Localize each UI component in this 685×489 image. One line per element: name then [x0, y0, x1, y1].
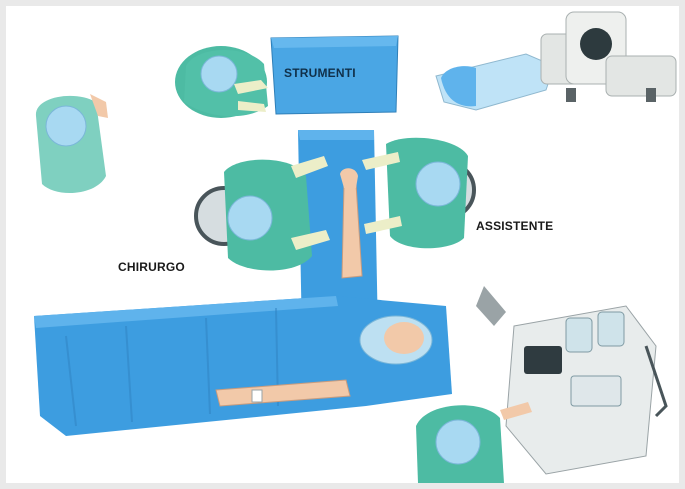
c-arm-icon — [436, 12, 676, 110]
patient-drape — [34, 296, 452, 436]
surgeon-label: CHIRURGO — [118, 260, 185, 274]
anesthesiologist-person-icon — [416, 402, 532, 483]
diagram-frame: STRUMENTI ASSISTENTE CHIRURGO — [6, 6, 679, 483]
anesthesia-machine-icon — [476, 286, 666, 474]
instruments-label: STRUMENTI — [284, 66, 356, 80]
circulating-nurse-person-icon — [36, 94, 108, 193]
assistant-person-icon — [362, 138, 468, 249]
assistant-label: ASSISTENTE — [476, 219, 553, 233]
scrub-nurse-person-icon — [175, 46, 268, 118]
